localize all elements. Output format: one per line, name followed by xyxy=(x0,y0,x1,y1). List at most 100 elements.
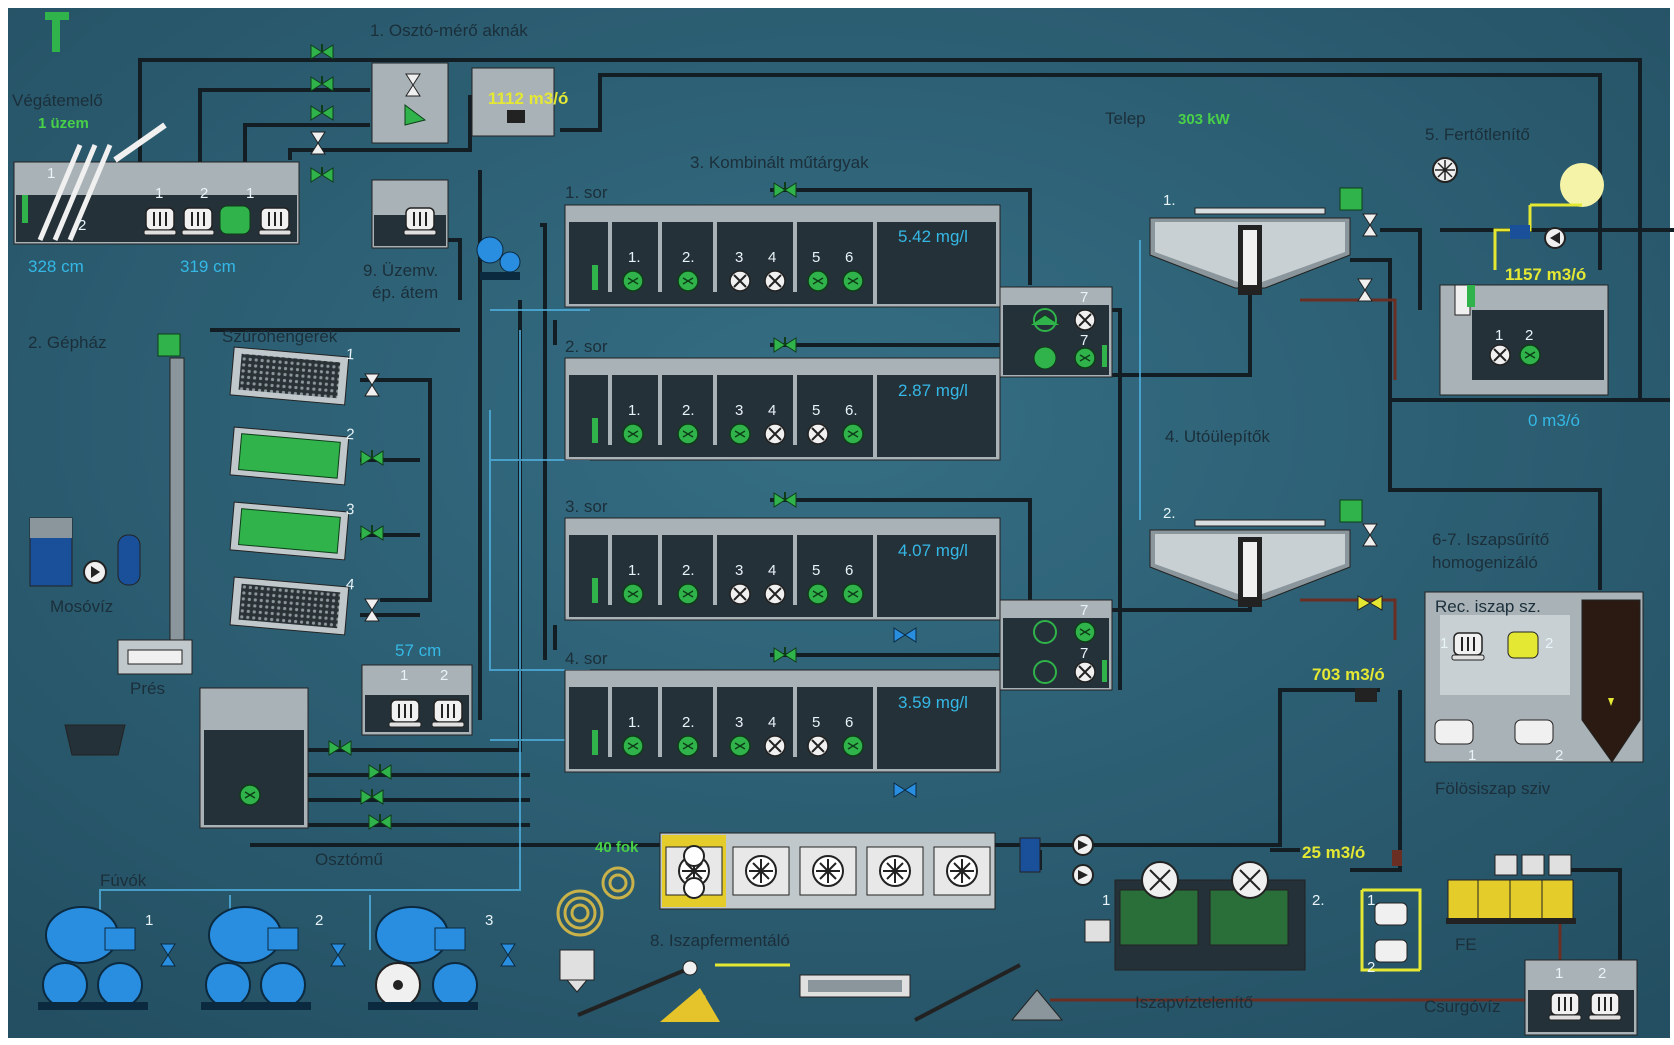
vegatemelo-status: 1 üzem xyxy=(38,115,89,132)
svg-text:3: 3 xyxy=(735,562,743,579)
svg-text:2: 2 xyxy=(440,667,448,684)
svg-text:1.: 1. xyxy=(628,402,641,419)
row-3-label: 3. sor xyxy=(565,497,608,516)
svg-text:6.: 6. xyxy=(845,402,858,419)
fermenter-conveyors xyxy=(559,949,1064,1022)
fuvok-title: Fúvók xyxy=(100,871,147,890)
svg-text:1.: 1. xyxy=(1163,192,1176,209)
flow-akna-readout: 1112 m3/ó xyxy=(488,89,568,108)
svg-text:2.: 2. xyxy=(1163,505,1176,522)
mixing-chamber-12: 7 7 xyxy=(999,286,1113,378)
reactor-row-1: 1. sor 1. 2. 3 4 5 6 5.42 mg/l xyxy=(564,183,1001,308)
fertotlenito-title: 5. Fertőtlenítő xyxy=(1425,125,1530,144)
csurgoviz-label: Csurgóvíz xyxy=(1424,997,1501,1016)
telep-label: Telep xyxy=(1105,109,1146,128)
osztomu-tank xyxy=(199,687,309,829)
svg-text:1: 1 xyxy=(1468,747,1476,764)
mosoviz-label: Mosóvíz xyxy=(50,597,113,616)
level-osztomu: 57 cm xyxy=(395,641,441,660)
svg-text:2: 2 xyxy=(1525,327,1533,344)
svg-text:2: 2 xyxy=(1555,747,1563,764)
clarifier-1: 1. xyxy=(1149,187,1378,302)
row-4-label: 4. sor xyxy=(565,649,608,668)
svg-text:1: 1 xyxy=(1440,635,1448,652)
filter-drum-2: 2 xyxy=(229,426,355,486)
csurgoviz-pit: 1 2 xyxy=(1524,959,1638,1036)
svg-text:3: 3 xyxy=(345,501,355,519)
svg-text:3: 3 xyxy=(485,912,493,929)
svg-text:1: 1 xyxy=(155,185,163,202)
utoulepitok-title: 4. Utóülepítők xyxy=(1165,427,1270,446)
svg-text:2.: 2. xyxy=(682,562,695,579)
homogenizalo-title: homogenizáló xyxy=(1432,553,1538,572)
svg-text:3: 3 xyxy=(735,402,743,419)
osztomu-pump-pit: 1 2 xyxy=(361,664,473,736)
disinfection-unit: 1 2 xyxy=(1432,157,1609,396)
iszapfermentalo-title: 8. Iszapfermentáló xyxy=(650,931,790,950)
szurohengerek-title: Szűrőhengerek xyxy=(222,327,338,346)
row-1-do: 5.42 mg/l xyxy=(898,227,968,246)
svg-text:2: 2 xyxy=(315,912,323,929)
washwater-tank xyxy=(29,517,141,587)
svg-text:2: 2 xyxy=(1367,959,1375,976)
distribution-chamber-1 xyxy=(371,62,449,144)
svg-text:3: 3 xyxy=(735,714,743,731)
sludge-thickener: 1 2 1 2 xyxy=(1424,591,1644,764)
svg-text:2: 2 xyxy=(1598,965,1606,982)
clarifier-2: 2. xyxy=(1149,499,1383,611)
svg-text:4: 4 xyxy=(768,402,776,419)
svg-text:5: 5 xyxy=(812,562,820,579)
level-vegatemelo-left: 328 cm xyxy=(28,257,84,276)
polymer-pumps: 1 2 xyxy=(1360,888,1422,976)
flow-fertotlenito-out: 0 m3/ó xyxy=(1528,411,1580,430)
fe-label: FE xyxy=(1455,935,1477,954)
row-2-do: 2.87 mg/l xyxy=(898,381,968,400)
svg-text:6: 6 xyxy=(845,562,853,579)
svg-text:7: 7 xyxy=(1080,645,1088,662)
row-4-do: 3.59 mg/l xyxy=(898,693,968,712)
flow-meter-recirk xyxy=(1355,688,1377,702)
kombinalt-title: 3. Kombinált műtárgyak xyxy=(690,153,869,172)
flow-chamber: 1112 m3/ó xyxy=(471,67,568,137)
svg-text:6: 6 xyxy=(845,249,853,266)
svg-text:3: 3 xyxy=(735,249,743,266)
blower-small-icon xyxy=(476,236,521,280)
pres-label: Prés xyxy=(130,679,165,698)
blower-1: 1 xyxy=(38,906,176,1010)
svg-text:6: 6 xyxy=(845,714,853,731)
svg-text:1.: 1. xyxy=(628,249,641,266)
svg-text:1: 1 xyxy=(1102,892,1110,909)
svg-text:1: 1 xyxy=(400,667,408,684)
svg-text:5: 5 xyxy=(812,249,820,266)
svg-text:2: 2 xyxy=(1545,635,1553,652)
svg-text:4: 4 xyxy=(768,714,776,731)
svg-text:7: 7 xyxy=(1080,332,1088,349)
mixing-chamber-34: 7 7 xyxy=(999,599,1113,691)
row-2-label: 2. sor xyxy=(565,337,608,356)
blower-3: 3 xyxy=(368,906,516,1010)
svg-text:2: 2 xyxy=(78,217,86,234)
fermenter-cooling-fans xyxy=(659,832,996,910)
fermentalo-temp: 40 fok xyxy=(595,839,639,856)
telep-power: 303 kW xyxy=(1178,111,1231,128)
row-3-do: 4.07 mg/l xyxy=(898,541,968,560)
rec-iszap-label: Rec. iszap sz. xyxy=(1435,597,1541,616)
iszapviztelenito-title: Iszapvíztelenítő xyxy=(1135,993,1253,1012)
svg-text:4: 4 xyxy=(768,249,776,266)
uzemv-title: 9. Üzemv. xyxy=(363,261,438,280)
svg-text:1: 1 xyxy=(47,165,55,182)
svg-text:2.: 2. xyxy=(682,249,695,266)
svg-text:1: 1 xyxy=(246,185,254,202)
folosiszap-label: Fölösiszap sziv xyxy=(1435,779,1551,798)
crane-icon-post xyxy=(52,12,60,52)
svg-text:1: 1 xyxy=(145,912,153,929)
press-unit xyxy=(64,639,193,756)
svg-text:2.: 2. xyxy=(682,714,695,731)
screw-motor xyxy=(157,333,181,357)
gephaz-title: 2. Gépház xyxy=(28,333,106,352)
aknak-title: 1. Osztó-mérő aknák xyxy=(370,21,528,40)
svg-text:1: 1 xyxy=(1367,892,1375,909)
filter-drum-3: 3 xyxy=(229,501,355,561)
svg-text:7: 7 xyxy=(1080,289,1088,306)
